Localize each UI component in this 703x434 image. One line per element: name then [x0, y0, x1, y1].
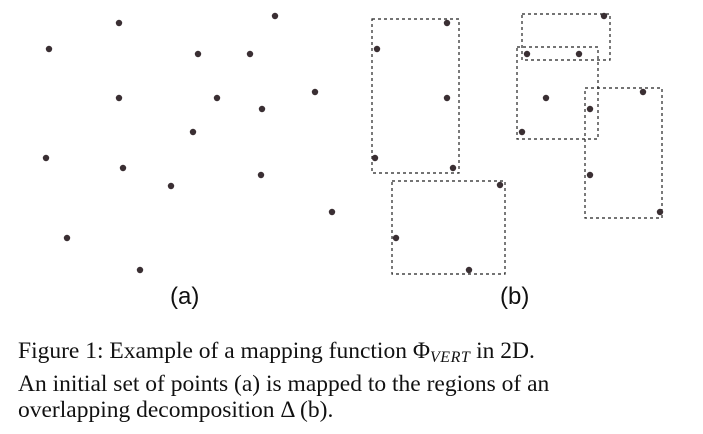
panel-b-point-7: [392, 234, 400, 242]
panel-b-point-5: [449, 164, 457, 172]
panel-a-point-16: [63, 234, 71, 242]
panel-b-point-4: [371, 154, 379, 162]
caption-line-3: overlapping decomposition Δ (b).: [18, 397, 334, 423]
panel-b-points: [371, 12, 664, 274]
figure-canvas: [42, 12, 664, 275]
panel-a-point-6: [311, 88, 319, 96]
panel-b-point-3: [443, 94, 451, 102]
panel-b-point-16: [586, 171, 594, 179]
panel-b-point-17: [656, 208, 664, 216]
panel-a-point-12: [119, 164, 127, 172]
panel-a-point-4: [194, 50, 202, 58]
panel-b-regions: [371, 13, 663, 275]
panel-b-point-1: [443, 19, 451, 27]
caption-line-1: Figure 1: Example of a mapping function …: [18, 338, 698, 371]
panel-a-point-5: [246, 50, 254, 58]
panel-a-point-9: [258, 105, 266, 113]
panel-a-point-2: [271, 12, 279, 20]
panel-b-point-10: [523, 50, 531, 58]
panel-a-point-7: [115, 94, 123, 102]
panel-a-point-3: [45, 45, 53, 53]
panel-a-points: [42, 12, 336, 274]
region-box-5: [584, 87, 663, 219]
panel-a-point-17: [136, 266, 144, 274]
panel-b-point-6: [496, 181, 504, 189]
panel-a-point-10: [189, 128, 197, 136]
caption-text: in 2D.: [470, 338, 535, 364]
region-box-2: [391, 180, 506, 275]
panel-b-point-9: [600, 12, 608, 20]
panel-a-point-14: [257, 171, 265, 179]
panel-b-point-15: [518, 128, 526, 136]
panel-b-point-13: [639, 88, 647, 96]
figure-caption: Figure 1: Example of a mapping function …: [18, 338, 698, 423]
caption-line-2: An initial set of points (a) is mapped t…: [18, 371, 550, 397]
panel-b-point-14: [586, 105, 594, 113]
panel-b-point-12: [542, 94, 550, 102]
panel-b-label: (b): [500, 283, 530, 310]
panel-a-point-1: [115, 19, 123, 27]
region-box-3: [521, 13, 611, 61]
region-box-1: [371, 18, 460, 174]
caption-subscript: VERT: [430, 349, 471, 366]
panel-b-point-8: [465, 266, 473, 274]
panel-b-point-2: [373, 45, 381, 53]
panel-a-label: (a): [170, 283, 200, 310]
region-box-4: [516, 46, 599, 140]
panel-b-point-11: [575, 50, 583, 58]
panel-a-point-15: [328, 208, 336, 216]
panel-a-point-11: [42, 154, 50, 162]
caption-text: Figure 1: Example of a mapping function …: [18, 338, 431, 364]
panel-a-point-13: [167, 182, 175, 190]
panel-a-point-8: [213, 94, 221, 102]
